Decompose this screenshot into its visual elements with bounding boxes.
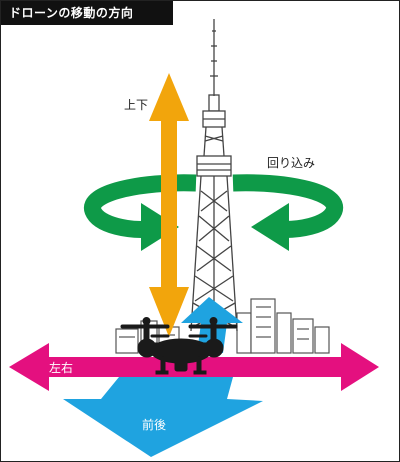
- quadcopter-icon: [120, 317, 238, 375]
- rotate-arrowhead-left: [141, 203, 179, 251]
- label-left-right: 左右: [49, 360, 73, 375]
- label-rotate: 回り込み: [267, 156, 315, 170]
- label-up-down: 上下: [124, 98, 148, 112]
- up-down-arrow: [149, 73, 189, 337]
- label-forward-back: 前後: [142, 417, 166, 432]
- rotate-arrow: [84, 174, 344, 251]
- left-right-arrow: [9, 343, 379, 391]
- city-skyline: [115, 298, 330, 354]
- tower: [190, 19, 238, 332]
- page-title: ドローンの移動の方向: [1, 1, 173, 25]
- rotate-arrowhead-right: [251, 203, 289, 251]
